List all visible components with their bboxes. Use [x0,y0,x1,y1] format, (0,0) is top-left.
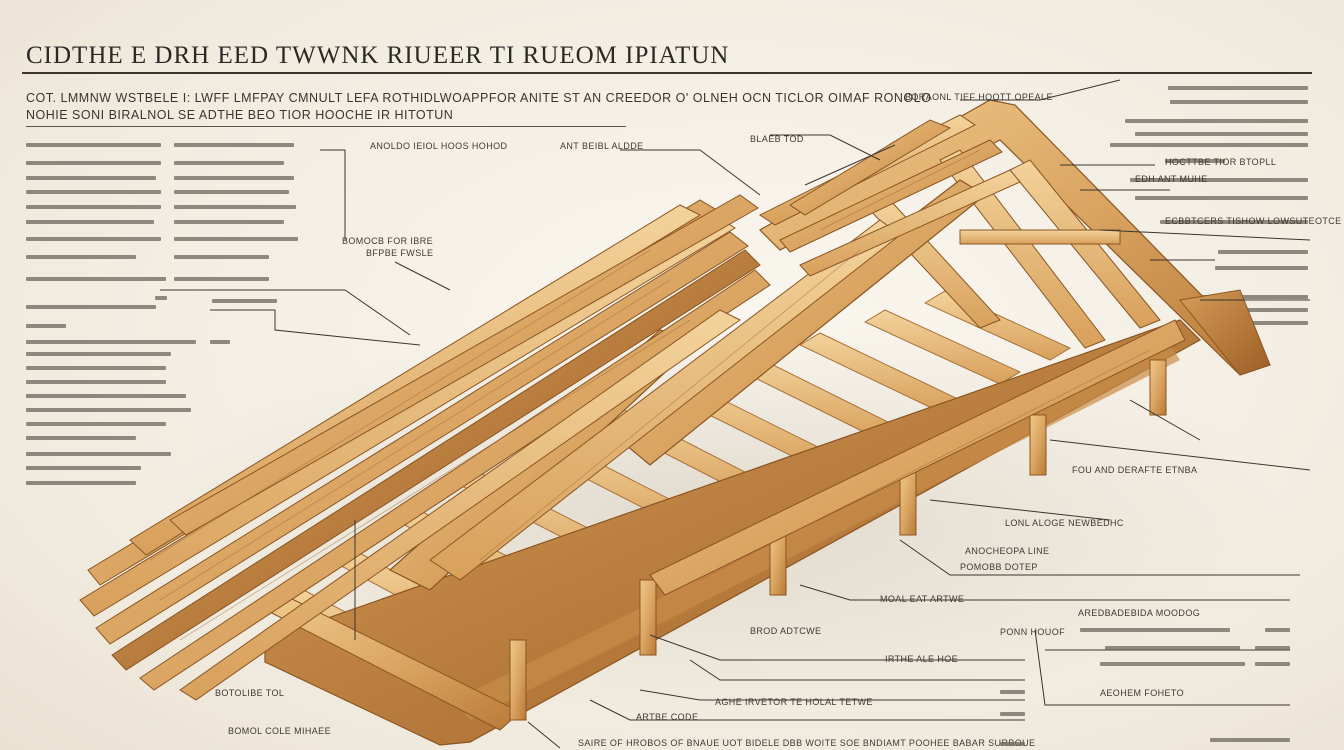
callout-mid-left-b: BFPBE FWSLE [366,248,434,258]
callout-bottom-right-b: AEOHEM FOHETO [1100,688,1185,698]
upper-planks [759,114,1021,277]
callout-bottom-right-a: AREDBADEBIDA MOODOG [1078,608,1201,618]
callout-leader-lines [160,79,1311,749]
callout-footer: SAIRE OF HROBOS OF BNAUE UOT BIDELE DBB … [578,738,1036,748]
callout-right-7: ANOCHEOPA LINE [965,546,1050,556]
callout-mid-right-1: MOAL EAT ARTWE [880,594,965,604]
callout-right-3: EDH ANT MUHE [1135,174,1208,184]
callout-bottom-3: BOMOL COLE MIHAEE [228,726,331,736]
callout-right-5: FOU AND DERAFTE ETNBA [1072,465,1198,475]
callout-top-left-b: ANT BEIBL ALDDE [560,141,644,151]
callout-right-6: LONL ALOGE NEWBEDHC [1005,518,1124,528]
wood-grain [149,149,1151,641]
callout-top-left-a: ANOLDO IEIOL HOOS HOHOD [370,141,508,151]
title-divider [22,72,1312,74]
page-title: CIDTHE E DRH EED TWWNK RIUEER TI RUEOM I… [26,42,730,69]
callout-right-2: HOCTTBE TIOR BTOPLL [1165,157,1277,167]
callout-right-8: POMOBB DOTEP [960,562,1038,572]
callout-right-4: ECBBTCERS TISHOW LOWSUTEOTCE [1165,216,1342,226]
callout-bottom-1: AGHE IRVETOR TE HOLAL TETWE [715,697,873,707]
callout-mid-right-3: IRTHE ALE HOE [885,654,959,664]
rafter-planks [79,194,771,701]
callout-right-1: BORAONL TIEF HOOTT OPEALE [905,92,1053,102]
subtitle-line-2: NOHIE SONI BIRALNOL SE ADTHE BEO TIOR HO… [26,108,454,122]
subtitle-divider [26,126,626,127]
callout-ridge: BLAEB TOD [750,134,804,144]
callout-bottom-2: BOTOLIBE TOL [215,688,285,698]
callout-mid-right-2: BROD ADTCWE [750,626,822,636]
subtitle-line-1: COT. LMMNW WSTBELE I: LWFF LMFPAY CMNULT… [26,91,932,105]
callout-mid-left: BOMOCB FOR IBRE [342,236,434,246]
middle-rail [649,319,1186,596]
callout-bottom-4: ARTBE CODE [636,712,699,722]
callout-bottom-5: PONN HOUOF [1000,627,1066,637]
